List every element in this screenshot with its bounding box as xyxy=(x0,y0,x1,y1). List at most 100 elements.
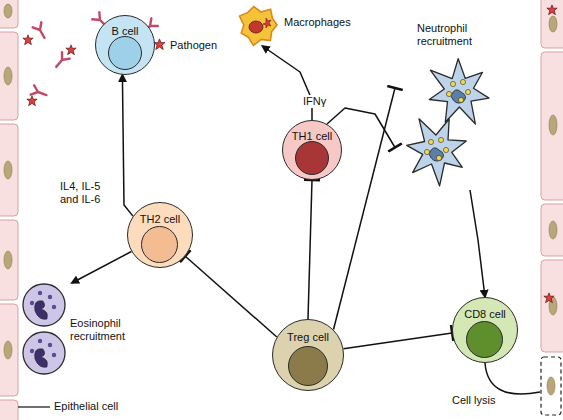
antibody xyxy=(33,22,49,40)
macrophage-body xyxy=(240,7,278,46)
activation-arrow xyxy=(470,190,485,297)
activation-arrow xyxy=(122,75,133,216)
epithelial-cell xyxy=(541,260,563,352)
pathogen-icon xyxy=(544,293,554,303)
cell-nucleus xyxy=(295,141,329,175)
node-label: TH1 cell xyxy=(283,130,341,142)
eosinophil-body xyxy=(23,284,65,326)
pathogens xyxy=(23,5,557,303)
granule xyxy=(443,147,448,152)
inhibition-line xyxy=(344,333,453,349)
nucleus xyxy=(549,16,557,32)
left-nuclei xyxy=(4,4,12,359)
pathogen-icon xyxy=(263,18,271,28)
epithelial-cell xyxy=(0,220,18,300)
annotation-label: Epithelial cell xyxy=(54,400,118,413)
node-label: B cell xyxy=(96,25,154,37)
epithelial-cell xyxy=(541,0,563,48)
nucleus xyxy=(4,341,12,359)
neutrophil-node: Neutrophil recruitment xyxy=(395,20,520,190)
neutrophil-body xyxy=(407,119,467,186)
nucleus xyxy=(4,4,12,18)
pathogen-icon xyxy=(23,35,33,45)
granule xyxy=(436,155,441,160)
granule xyxy=(48,295,52,299)
granule xyxy=(30,301,34,305)
antibody xyxy=(31,85,49,100)
th2-cell: TH2 cell xyxy=(127,202,193,268)
granule xyxy=(52,305,56,309)
nucleus xyxy=(4,251,12,269)
granule xyxy=(48,343,52,347)
activation-arrow xyxy=(262,46,312,120)
th1-cell: TH1 cell xyxy=(282,120,342,180)
epithelial-cell xyxy=(0,124,18,216)
granule xyxy=(460,79,465,84)
activation-arrow xyxy=(72,252,132,284)
epithelial-cell xyxy=(0,304,18,396)
node-label: CD8 cell xyxy=(453,308,517,320)
nucleus xyxy=(549,221,557,239)
edge-label: IL4, IL-5 and IL-6 xyxy=(60,180,118,205)
neutrophil-nucleus xyxy=(451,90,466,103)
node-label: Macrophages xyxy=(284,16,351,29)
inhibition-line xyxy=(308,180,312,319)
antibodies xyxy=(31,12,158,100)
cd8-cell: CD8 cell xyxy=(452,297,518,363)
neutrophil-nucleus xyxy=(429,148,444,161)
granule xyxy=(30,349,34,353)
granule xyxy=(450,81,455,86)
macrophage-node: Macrophages xyxy=(236,4,356,46)
cell-nucleus xyxy=(466,321,503,358)
phagosome xyxy=(249,21,263,33)
cell-nucleus xyxy=(141,226,178,263)
granule xyxy=(458,97,463,102)
treg-cell: Treg cell xyxy=(272,319,344,391)
lysed-cell xyxy=(541,357,561,415)
epithelial-cell xyxy=(0,400,18,420)
granule xyxy=(424,149,429,154)
eosinophil-nucleus xyxy=(35,349,48,368)
node-label: TH2 cell xyxy=(128,213,192,225)
cell-nucleus xyxy=(108,36,142,70)
epithelial-cell xyxy=(541,204,563,256)
pathogen-icon xyxy=(27,96,37,106)
right-epithelium xyxy=(541,0,563,352)
node-label: Eosinophil recruitment xyxy=(70,317,134,342)
node-label: Treg cell xyxy=(273,331,343,343)
cell-nucleus xyxy=(288,346,328,386)
lysis-line xyxy=(485,363,540,394)
granule xyxy=(446,91,451,96)
epithelial-cell xyxy=(0,0,18,28)
granule xyxy=(428,139,433,144)
pathogen-icon xyxy=(154,39,165,50)
epithelial-cell xyxy=(541,52,563,200)
granule xyxy=(438,137,443,142)
pathogen-icon xyxy=(66,45,76,55)
granule xyxy=(52,353,56,357)
pathogen-icon xyxy=(547,5,557,15)
annotation-label: Cell lysis xyxy=(452,394,495,407)
eosinophil-node: Eosinophil recruitment xyxy=(20,283,135,383)
inhibition-line xyxy=(334,88,396,330)
b-cell: B cell xyxy=(95,15,155,75)
nucleus xyxy=(549,115,557,135)
edge-label: IFNγ xyxy=(303,95,326,108)
nucleus xyxy=(547,377,555,395)
inhibition-line xyxy=(185,256,276,337)
epithelial-cell xyxy=(0,32,18,120)
leader-line xyxy=(18,406,50,407)
antibody xyxy=(52,52,69,70)
left-epithelium xyxy=(0,0,18,420)
granule xyxy=(38,339,42,343)
nucleus xyxy=(4,67,12,85)
neutrophil-body xyxy=(429,59,489,124)
right-nuclei xyxy=(547,16,557,395)
eosinophil-nucleus xyxy=(35,301,48,320)
node-label: Neutrophil recruitment xyxy=(417,22,509,47)
granule xyxy=(38,291,42,295)
nucleus xyxy=(4,161,12,179)
eosinophil-body xyxy=(23,332,65,374)
granule xyxy=(465,89,470,94)
